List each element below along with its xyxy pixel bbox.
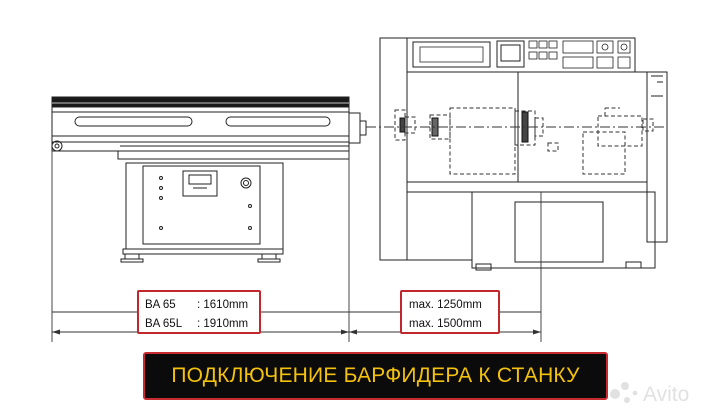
model-length: : 1910mm	[197, 318, 249, 330]
spec-row: BA 65 : 1610mm	[145, 296, 253, 315]
spec-row: BA 65L : 1910mm	[145, 315, 253, 334]
model-label: BA 65L	[145, 318, 183, 330]
feeder-stand	[120, 162, 284, 263]
feeder-length-box: BA 65 : 1610mm BA 65L : 1910mm	[137, 290, 261, 334]
dimension-arrows	[52, 329, 541, 335]
lathe-hidden-parts	[394, 107, 654, 175]
bar-feeder	[51, 96, 367, 160]
bar-length-value: max. 1500mm	[409, 318, 482, 330]
model-length: : 1610mm	[197, 299, 249, 311]
bar-length-value: max. 1250mm	[409, 299, 482, 311]
banner-title: ПОДКЛЮЧЕНИЕ БАРФИДЕРА К СТАНКУ	[171, 364, 580, 387]
bar-length-box: max. 1250mm max. 1500mm	[400, 290, 500, 334]
model-label: BA 65	[145, 299, 176, 311]
lathe-machine	[379, 37, 668, 271]
watermark-text: Avito	[643, 383, 689, 406]
title-banner: ПОДКЛЮЧЕНИЕ БАРФИДЕРА К СТАНКУ	[143, 352, 608, 400]
avito-watermark-logo: Avito	[610, 382, 689, 406]
